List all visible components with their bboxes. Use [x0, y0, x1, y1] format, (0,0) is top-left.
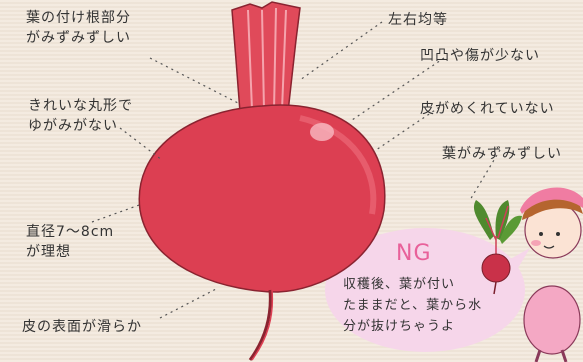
ng-message-line1: 収穫後、葉が付い [343, 277, 456, 292]
ng-message: 収穫後、葉が付い たままだと、葉から水 分が抜けちゃうよ [343, 274, 513, 337]
label-symmetric: 左右均等 [388, 12, 448, 28]
label-diameter-line1: 直径7〜8cm [26, 224, 115, 240]
ng-message-line3: 分が抜けちゃうよ [343, 319, 456, 334]
label-skin-intact: 皮がめくれていない [420, 101, 555, 117]
small-beet [473, 200, 522, 295]
label-surface: 皮の表面が滑らか [22, 319, 142, 335]
label-leaf-base-line1: 葉の付け根部分 [26, 10, 131, 26]
label-diameter: 直径7〜8cm が理想 [26, 222, 114, 262]
label-round-shape-line1: きれいな丸形で [28, 98, 133, 114]
label-diameter-line2: が理想 [26, 244, 71, 260]
ng-message-line2: たままだと、葉から水 [343, 298, 483, 313]
beet-root [138, 104, 386, 361]
label-round-shape-line2: ゆがみがない [28, 118, 118, 134]
label-leaf-base: 葉の付け根部分 がみずみずしい [26, 8, 131, 48]
label-no-bumps: 凹凸や傷が少ない [420, 48, 540, 64]
ng-title: NG [396, 241, 432, 266]
leader-lines [91, 21, 501, 319]
girl-holding-beet [520, 187, 583, 362]
beet-highlight [310, 123, 334, 141]
label-leaves-fresh: 葉がみずみずしい [442, 146, 562, 162]
label-leaf-base-line2: がみずみずしい [26, 30, 131, 46]
ng-speech-bubble [325, 228, 525, 352]
beet-stem [231, 1, 301, 113]
label-round-shape: きれいな丸形で ゆがみがない [28, 96, 133, 136]
ng-bubble-tail [505, 248, 530, 278]
